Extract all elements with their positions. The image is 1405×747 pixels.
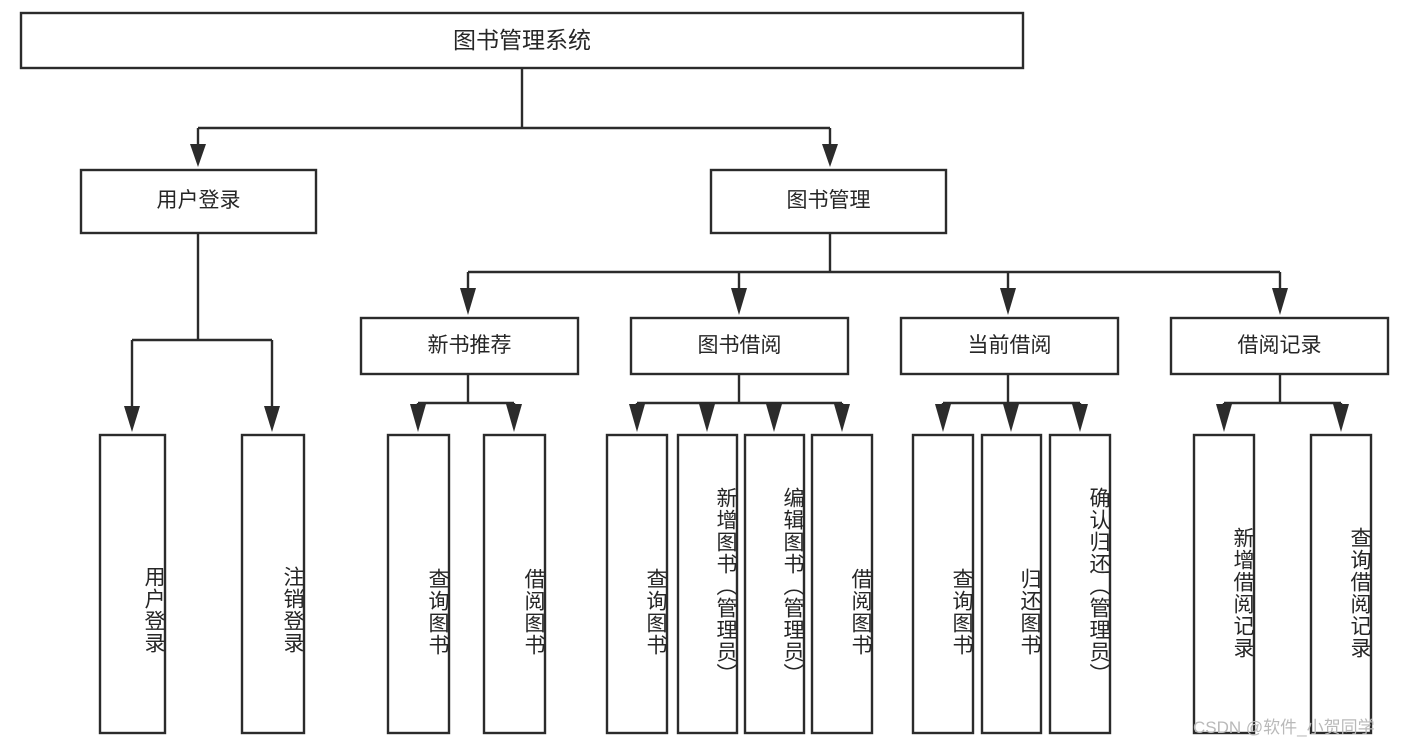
arrowhead-records-leaf-2 (1333, 404, 1349, 432)
node-box-leaf-add-book[interactable] (676, 433, 739, 735)
node-box-leaf-return-book[interactable] (980, 433, 1043, 735)
node-box-leaf-query-book-c[interactable] (911, 433, 975, 735)
arrowhead-bm-current-borrow (1000, 288, 1016, 315)
arrowhead-newbook-leaf-2 (506, 404, 522, 432)
node-box-leaf-query-record[interactable] (1309, 433, 1373, 735)
node-box-book-management[interactable] (709, 168, 948, 235)
arrowhead-user-login-leaf-1 (124, 406, 140, 432)
arrowhead-borrow-leaf-4 (834, 404, 850, 432)
node-box-borrow-records[interactable] (1169, 316, 1390, 376)
arrowhead-bm-borrow-records (1272, 288, 1288, 315)
arrowhead-current-leaf-3 (1072, 404, 1088, 432)
arrowhead-bm-book-borrow (731, 288, 747, 315)
arrowhead-current-leaf-2 (1003, 404, 1019, 432)
node-box-book-borrow[interactable] (629, 316, 850, 376)
node-box-leaf-query-book-b[interactable] (605, 433, 669, 735)
node-box-leaf-add-record[interactable] (1192, 433, 1256, 735)
node-box-current-borrow[interactable] (899, 316, 1120, 376)
node-box-leaf-borrow-book-b[interactable] (810, 433, 874, 735)
node-box-new-book-recommend[interactable] (359, 316, 580, 376)
arrowhead-newbook-leaf-1 (410, 404, 426, 432)
arrowhead-root-to-user-login (190, 144, 206, 167)
arrowhead-records-leaf-1 (1216, 404, 1232, 432)
node-box-leaf-edit-book[interactable] (743, 433, 806, 735)
node-box-leaf-query-book-a[interactable] (386, 433, 451, 735)
node-box-leaf-borrow-book-a[interactable] (482, 433, 547, 735)
node-box-user-login[interactable] (79, 168, 318, 235)
node-box-root[interactable] (19, 11, 1025, 70)
node-box-leaf-user-login[interactable] (98, 433, 167, 735)
node-box-leaf-logout-login[interactable] (240, 433, 306, 735)
arrowhead-root-to-book-management (822, 144, 838, 167)
node-box-leaf-confirm-return[interactable] (1048, 433, 1112, 735)
arrowhead-user-login-leaf-2 (264, 406, 280, 432)
arrowhead-borrow-leaf-2 (699, 404, 715, 432)
arrowhead-current-leaf-1 (935, 404, 951, 432)
arrowhead-bm-new-book (460, 288, 476, 315)
arrowhead-borrow-leaf-1 (629, 404, 645, 432)
arrowhead-borrow-leaf-3 (766, 404, 782, 432)
